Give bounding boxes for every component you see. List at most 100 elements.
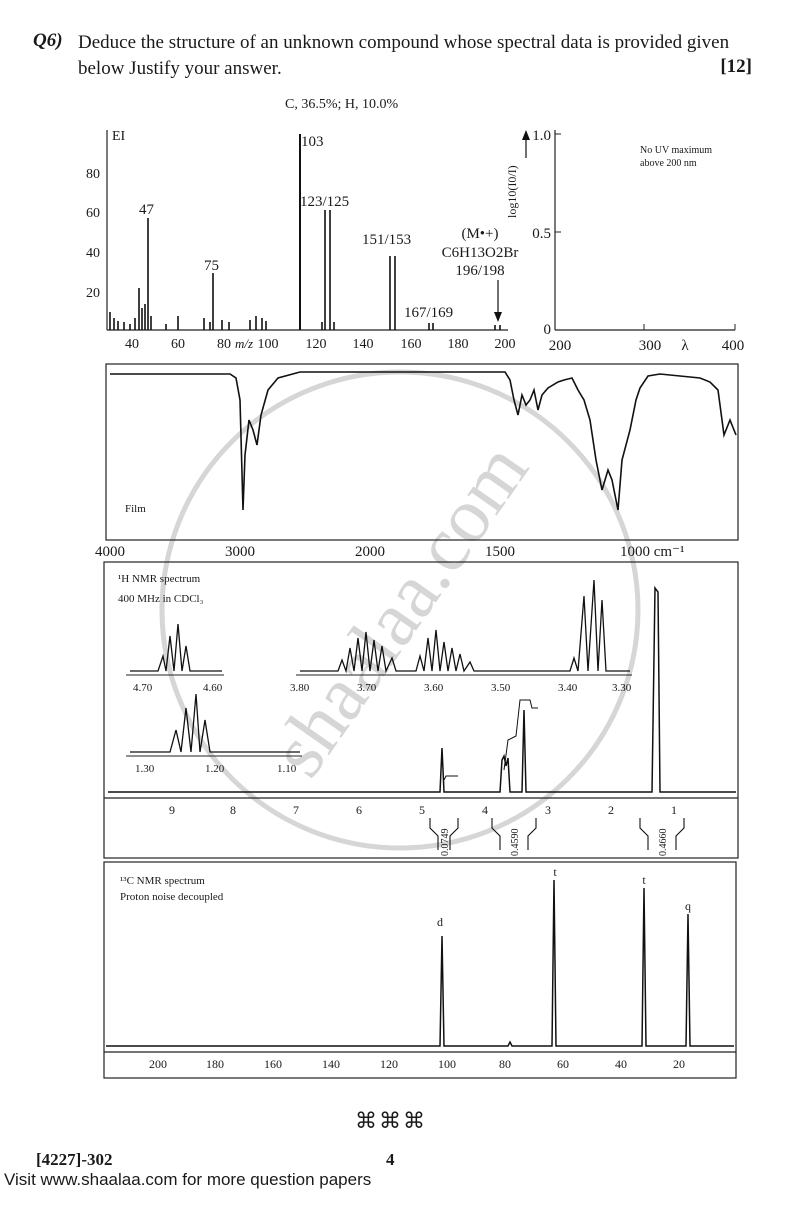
watermark: shaalaa.com: [159, 369, 641, 851]
question-text: Deduce the structure of an unknown compo…: [78, 32, 730, 79]
cnmr-xtick: 180: [206, 1057, 224, 1071]
cnmr-xtick: 100: [438, 1057, 456, 1071]
ir-spectrum: Film 4000 3000 2000 1500 1000 cm⁻¹: [95, 363, 739, 560]
ms-peak-label: 123/125: [300, 194, 349, 210]
hnmr-inset1-tick: 4.70: [133, 682, 153, 694]
hnmr-xtick: 5: [419, 803, 425, 817]
ms-xtick: 100: [258, 337, 279, 352]
ms-ytick: 40: [86, 246, 100, 261]
cnmr-xtick: 160: [264, 1057, 282, 1071]
cnmr-peak-label: t: [553, 865, 557, 879]
hnmr-inset1-tick: 4.60: [203, 682, 223, 694]
ms-molecular-ion: (M•+): [461, 226, 498, 242]
mass-uv-panel: EI 80 60 40 20 40 60 80 m/z 100 120 140 …: [86, 128, 744, 354]
uv-xtick: 300: [639, 338, 662, 354]
hnmr-title: ¹H NMR spectrum: [118, 573, 201, 585]
hnmr-xtick: 2: [608, 803, 614, 817]
hnmr-subtitle: 400 MHz in CDCl₃: [118, 593, 204, 605]
ms-ytick: 60: [86, 206, 100, 221]
uv-xtick: 400: [722, 338, 745, 354]
hnmr-inset3-tick: 1.30: [135, 763, 155, 775]
hnmr-xtick: 9: [169, 803, 175, 817]
ms-xlabel: m/z: [235, 336, 253, 351]
uv-note: above 200 nm: [640, 158, 697, 169]
cnmr-xtick: 120: [380, 1057, 398, 1071]
uv-xlabel: λ: [681, 338, 689, 354]
hnmr-inset2-tick: 3.80: [290, 682, 310, 694]
hnmr-inset-2: 3.80 3.70 3.60 3.50 3.40 3.30: [290, 579, 632, 694]
uv-xtick: 200: [549, 338, 572, 354]
ms-xtick: 200: [495, 337, 516, 352]
ms-molecular-formula: C6H13O2Br: [442, 245, 519, 261]
h-nmr-spectrum: ¹H NMR spectrum 400 MHz in CDCl₃ 4.70 4.…: [103, 561, 739, 859]
hnmr-inset2-tick: 3.60: [424, 682, 444, 694]
hnmr-inset2-tick: 3.50: [491, 682, 511, 694]
cnmr-xtick: 140: [322, 1057, 340, 1071]
mass-spectrum: EI 80 60 40 20 40 60 80 m/z 100 120 140 …: [86, 129, 518, 352]
hnmr-inset2-tick: 3.40: [558, 682, 578, 694]
ir-xtick: 3000: [225, 544, 255, 560]
uv-ylabel: log10(I0/I): [505, 165, 519, 218]
cnmr-xtick: 60: [557, 1057, 569, 1071]
ms-xtick: 80: [217, 337, 231, 352]
ms-xtick: 160: [401, 337, 422, 352]
ms-xtick: 60: [171, 337, 185, 352]
cnmr-peak-label: t: [642, 873, 646, 887]
ms-ytick: 80: [86, 167, 100, 182]
hnmr-integral: 0.4660: [658, 829, 669, 857]
ms-ytick: 20: [86, 286, 100, 301]
uv-ytick: 0.5: [532, 226, 551, 242]
hnmr-xtick: 6: [356, 803, 362, 817]
question-marks: [12]: [720, 56, 752, 77]
hnmr-inset2-tick: 3.70: [357, 682, 377, 694]
hnmr-xtick: 4: [482, 803, 488, 817]
ms-xtick: 180: [448, 337, 469, 352]
ms-peak-label: 103: [301, 134, 324, 150]
ms-peak-label: 47: [139, 202, 155, 218]
ir-xtick: 2000: [355, 544, 385, 560]
cnmr-trace: [106, 879, 734, 1047]
ir-xtick: 1000 cm⁻¹: [620, 544, 685, 560]
page-number: 4: [386, 1150, 395, 1169]
hnmr-integral: 0.0749: [440, 829, 451, 857]
ms-peak-label: 167/169: [404, 305, 453, 321]
hnmr-xtick: 8: [230, 803, 236, 817]
uv-spectrum: 1.0 0.5 0 log10(I0/I) 200 300 λ 400 No U…: [505, 128, 744, 354]
ir-xtick: 4000: [95, 544, 125, 560]
hnmr-inset2-tick: 3.30: [612, 682, 632, 694]
hnmr-integral: 0.4590: [510, 829, 521, 857]
ms-xtick: 120: [306, 337, 327, 352]
ms-label: EI: [112, 129, 126, 144]
ms-peak-label: 151/153: [362, 232, 411, 248]
uv-note: No UV maximum: [640, 145, 712, 156]
paper-code: [4227]-302: [36, 1150, 113, 1169]
hnmr-trace: [108, 585, 736, 793]
footer-link[interactable]: Visit www.shaalaa.com for more question …: [4, 1170, 372, 1189]
cnmr-title: ¹³C NMR spectrum: [120, 875, 205, 887]
cnmr-subtitle: Proton noise decoupled: [120, 891, 224, 903]
hnmr-inset3-tick: 1.10: [277, 763, 297, 775]
hnmr-xtick: 7: [293, 803, 299, 817]
uv-ytick: 0: [544, 322, 552, 338]
ms-peak-label: 75: [204, 258, 219, 274]
cnmr-xtick: 40: [615, 1057, 627, 1071]
hnmr-inset3-tick: 1.20: [205, 763, 225, 775]
hnmr-xtick: 1: [671, 803, 677, 817]
hnmr-inset-1: 4.70 4.60: [126, 623, 224, 694]
hnmr-xtick: 3: [545, 803, 551, 817]
ms-molecular-mass: 196/198: [455, 263, 504, 279]
cnmr-peak-label: q: [685, 899, 691, 913]
cnmr-peak-label: d: [437, 915, 443, 929]
cnmr-xtick: 200: [149, 1057, 167, 1071]
cnmr-xtick: 20: [673, 1057, 685, 1071]
uv-ytick: 1.0: [532, 128, 551, 144]
ms-xtick: 40: [125, 337, 139, 352]
elemental-analysis: C, 36.5%; H, 10.0%: [285, 97, 399, 112]
ms-xtick: 140: [353, 337, 374, 352]
hnmr-inset-3: 1.30 1.20 1.10: [126, 693, 302, 775]
question-number: Q6): [33, 30, 63, 51]
ir-label: Film: [125, 503, 146, 515]
ir-xtick: 1500: [485, 544, 515, 560]
c-nmr-spectrum: ¹³C NMR spectrum Proton noise decoupled …: [103, 861, 737, 1079]
cnmr-xtick: 80: [499, 1057, 511, 1071]
